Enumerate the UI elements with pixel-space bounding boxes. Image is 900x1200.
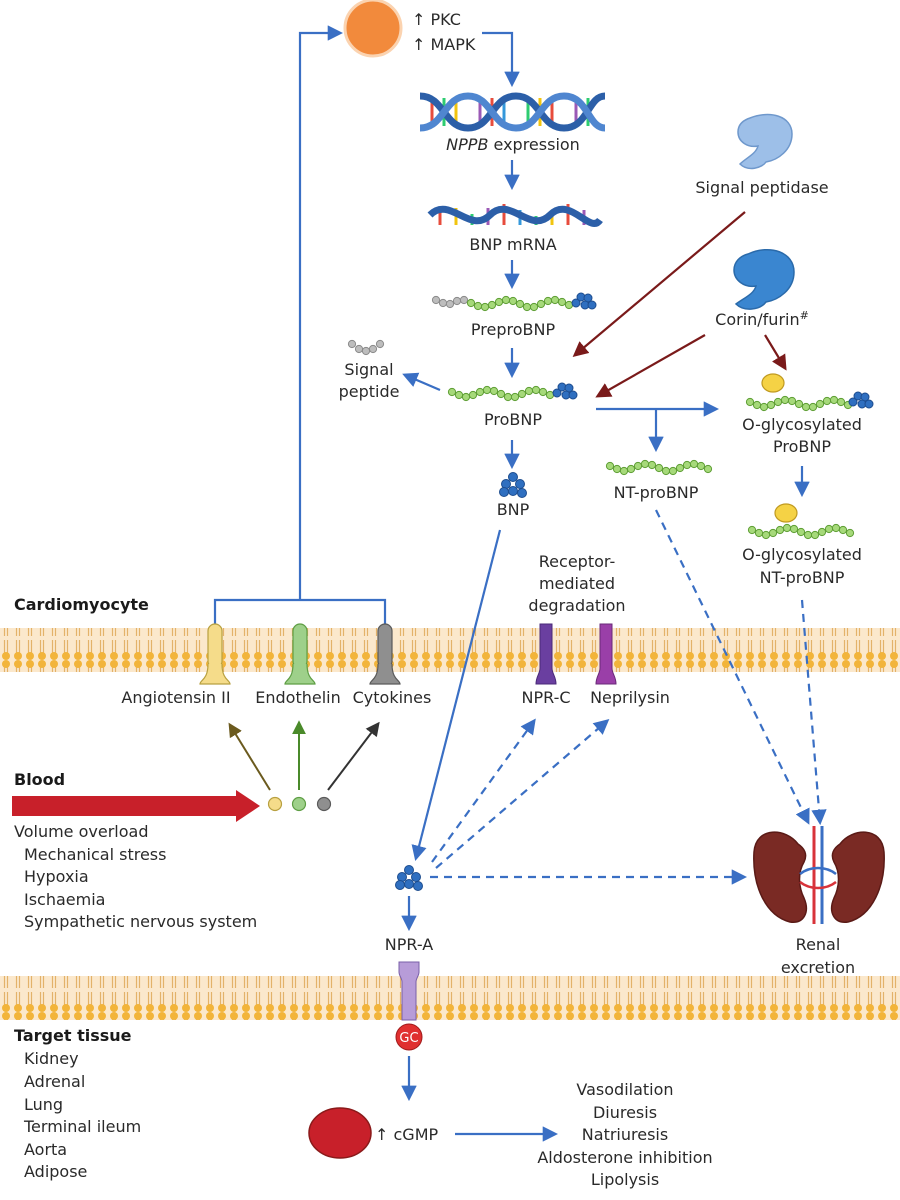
- oglyco-ntprobnp-label-line1: O-glycosylated: [742, 545, 862, 564]
- arrow-corin-to-oglyco: [764, 334, 787, 371]
- arrow-bnp-to-neprilysin: [435, 718, 610, 869]
- ntprobnp-label: NT-proBNP: [614, 483, 699, 502]
- trigger-item: Hypoxia: [24, 867, 89, 886]
- cytokine-receptor-icon: [369, 623, 401, 685]
- angiotensin-label: Angiotensin II: [121, 688, 230, 707]
- arrow-ligand-to-cytokines: [327, 721, 380, 791]
- bnp-molecule-icon: [499, 472, 527, 498]
- arrow-corin-to-probnp: [595, 334, 706, 398]
- nppb-expression-label: NPPB expression: [446, 135, 580, 154]
- angiotensin-receptor-icon: [199, 623, 231, 685]
- signal-peptide-label-line1: Signal: [344, 360, 393, 379]
- degradation-label-line1: Receptor-: [539, 552, 615, 571]
- cardiomyocyte-section-label: Cardiomyocyte: [14, 595, 149, 614]
- degradation-label-line3: degradation: [528, 596, 625, 615]
- signal-peptide-chain-icon: [347, 339, 385, 356]
- trigger-item: Ischaemia: [24, 890, 105, 909]
- bnp-label: BNP: [497, 500, 530, 519]
- kidney-icon: [753, 826, 885, 924]
- blood-flow-arrow: [12, 790, 260, 822]
- effect-item: Natriuresis: [582, 1125, 668, 1144]
- effect-item: Vasodilation: [576, 1080, 673, 1099]
- trigger-list: Volume overload Mechanical stress Hypoxi…: [14, 822, 257, 931]
- oglyco-probnp-label-line2: ProBNP: [773, 437, 831, 456]
- blood-section-label: Blood: [14, 770, 65, 789]
- cytokine-ligand-dot: [316, 796, 332, 812]
- oglycosylated-ntprobnp-icon: [747, 503, 855, 540]
- arrow-signal-peptidase-to-prepro: [572, 211, 746, 357]
- trigger-item: Sympathetic nervous system: [24, 912, 257, 931]
- corin-furin-label: Corin/furin#: [715, 309, 809, 329]
- arrow-bnp-to-npr-c: [431, 718, 536, 863]
- oglyco-probnp-label-line1: O-glycosylated: [742, 415, 862, 434]
- tissue-item: Adipose: [24, 1162, 87, 1181]
- neprilysin-label: Neprilysin: [590, 688, 670, 707]
- arrow-bnp-to-circulation: [411, 529, 502, 861]
- angiotensin-ligand-dot: [267, 796, 283, 812]
- effect-item: Lipolysis: [591, 1170, 659, 1189]
- pkc-label: ↑ PKC: [412, 10, 461, 29]
- circulating-bnp-icon: [395, 865, 423, 891]
- tissue-item: Kidney: [24, 1049, 79, 1068]
- effects-list: Vasodilation Diuresis Natriuresis Aldost…: [537, 1080, 712, 1189]
- arrow-ntprobnp-to-renal: [655, 509, 810, 825]
- effect-item: Aldosterone inhibition: [537, 1148, 712, 1167]
- cytokines-label: Cytokines: [353, 688, 432, 707]
- gc-label: GC: [399, 1031, 418, 1046]
- arrow-probnp-to-signal-peptide: [402, 372, 441, 392]
- oglyco-ntprobnp-label-line2: NT-proBNP: [760, 568, 845, 587]
- preprobnp-chain-icon: [431, 292, 597, 312]
- guanylyl-cyclase-icon: GC: [395, 1023, 423, 1051]
- arrow-oglyco-nt-to-renal: [800, 599, 827, 826]
- effect-item: Diuresis: [593, 1103, 657, 1122]
- renal-label-line1: Renal: [796, 935, 841, 954]
- signal-peptidase-icon: [737, 113, 793, 170]
- probnp-chain-icon: [447, 382, 578, 402]
- neprilysin-icon: [595, 623, 617, 685]
- ntprobnp-chain-icon: [605, 459, 713, 476]
- dna-helix-icon: [419, 92, 606, 132]
- preprobnp-label: PreproBNP: [471, 320, 556, 339]
- target-tissue-section-label: Target tissue: [14, 1026, 132, 1045]
- npr-c-receptor-icon: [535, 623, 557, 685]
- trigger-item: Mechanical stress: [24, 845, 166, 864]
- mrna-icon: [427, 204, 603, 227]
- target-tissue-membrane: [0, 976, 900, 1020]
- cgmp-label: ↑ cGMP: [375, 1125, 438, 1144]
- corin-furin-icon: [733, 249, 795, 310]
- pkc-mapk-signal-blob: [343, 0, 403, 58]
- tissue-item: Lung: [24, 1095, 63, 1114]
- endothelin-ligand-dot: [291, 796, 307, 812]
- signal-peptide-label-line2: peptide: [339, 382, 400, 401]
- renal-label-line2: excretion: [781, 958, 855, 977]
- cgmp-blob: [308, 1107, 372, 1159]
- feedback-loop-arrow: [213, 25, 520, 630]
- tissue-item: Terminal ileum: [23, 1117, 141, 1136]
- npr-c-label: NPR-C: [521, 688, 570, 707]
- signal-peptidase-label: Signal peptidase: [695, 178, 828, 197]
- probnp-label: ProBNP: [484, 410, 542, 429]
- degradation-label-line2: mediated: [539, 574, 615, 593]
- tissue-item: Adrenal: [24, 1072, 85, 1091]
- cardiomyocyte-membrane: [0, 628, 900, 672]
- target-tissue-list: Kidney Adrenal Lung Terminal ileum Aorta…: [23, 1049, 141, 1181]
- endothelin-receptor-icon: [284, 623, 316, 685]
- mapk-label: ↑ MAPK: [412, 35, 476, 54]
- oglycosylated-probnp-icon: [745, 373, 874, 412]
- npr-a-label: NPR-A: [385, 935, 434, 954]
- trigger-item: Volume overload: [14, 822, 148, 841]
- tissue-item: Aorta: [24, 1140, 67, 1159]
- npr-a-receptor-icon: [398, 961, 420, 1021]
- arrow-ligand-to-angiotensin: [228, 722, 271, 791]
- bnp-mrna-label: BNP mRNA: [469, 235, 556, 254]
- endothelin-label: Endothelin: [255, 688, 340, 707]
